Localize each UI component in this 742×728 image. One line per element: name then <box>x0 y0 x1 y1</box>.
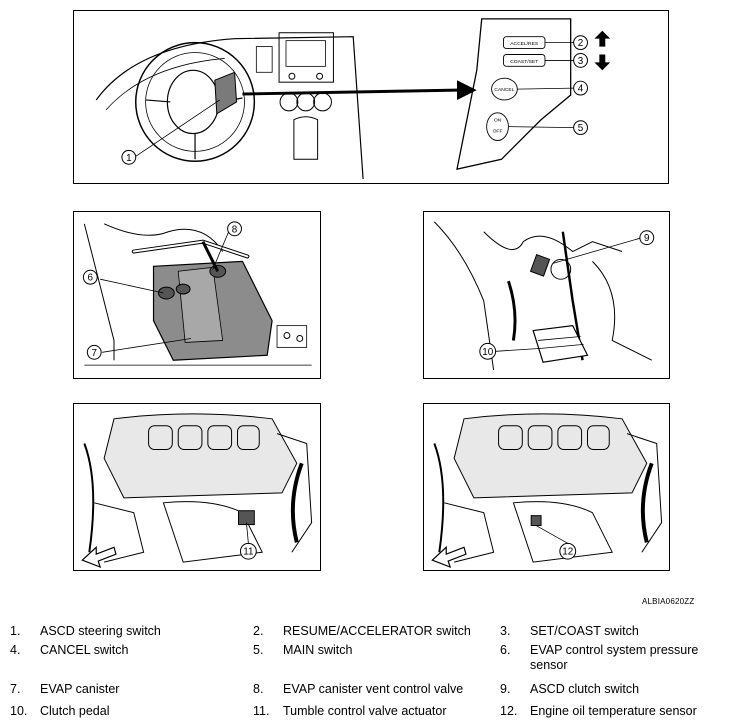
legend-item: 11.Tumble control valve actuator <box>253 704 447 718</box>
legend-item: 8.EVAP canister vent control valve <box>253 682 464 696</box>
svg-text:10: 10 <box>482 347 493 358</box>
accel-res-label: ACCEL/RES <box>510 41 539 47</box>
svg-text:5: 5 <box>578 123 584 134</box>
svg-text:4: 4 <box>578 84 584 95</box>
arrow-up-icon <box>594 30 611 47</box>
figure-id: ALBIA0620ZZ <box>642 597 695 606</box>
front-arrow-icon <box>431 545 467 569</box>
callout-8: 8 <box>227 221 242 237</box>
engine-illustration-right: 12 <box>431 413 663 569</box>
svg-text:1: 1 <box>126 153 132 164</box>
svg-text:3: 3 <box>578 56 584 67</box>
svg-text:9: 9 <box>644 233 650 244</box>
steering-switch-panel: ACCEL/RES COAST/SET CANCEL ON OFF 1 2 3 … <box>73 10 669 184</box>
callout-1: 1 <box>121 149 137 165</box>
engine-illustration-left: 11 <box>81 413 313 569</box>
clutch-pedal-illustration: 9 10 <box>434 221 655 371</box>
legend-item: 5.MAIN switch <box>253 643 353 657</box>
cancel-label: CANCEL <box>494 87 514 93</box>
legend-item: 10.Clutch pedal <box>10 704 110 718</box>
callout-4: 4 <box>573 80 588 96</box>
legend-item: 3.SET/COAST switch <box>500 624 639 638</box>
clutch-pedal-panel: 9 10 <box>423 211 670 379</box>
oil-temp-sensor-panel: 12 <box>423 403 670 571</box>
callout-7: 7 <box>86 344 102 360</box>
svg-text:7: 7 <box>91 348 97 359</box>
callout-6: 6 <box>82 269 98 285</box>
coast-set-label: COAST/SET <box>510 59 538 65</box>
legend-item: 1.ASCD steering switch <box>10 624 161 638</box>
svg-text:12: 12 <box>562 547 573 558</box>
callout-5: 5 <box>573 120 588 136</box>
on-label: ON <box>494 118 502 124</box>
callout-11: 11 <box>239 542 257 560</box>
off-label: OFF <box>493 129 503 135</box>
svg-text:8: 8 <box>232 224 238 235</box>
legend-item: 2.RESUME/ACCELERATOR switch <box>253 624 471 638</box>
callout-9: 9 <box>639 230 655 246</box>
callout-10: 10 <box>479 342 497 360</box>
svg-text:11: 11 <box>243 547 254 558</box>
callout-3: 3 <box>573 53 588 68</box>
svg-text:6: 6 <box>88 273 94 284</box>
arrow-down-icon <box>594 54 611 71</box>
tumble-actuator-panel: 11 <box>73 403 321 571</box>
legend-item: 12.Engine oil temperature sensor <box>500 704 697 718</box>
legend-item: 4.CANCEL switch <box>10 643 129 657</box>
callout-12: 12 <box>559 542 577 560</box>
evap-canister-illustration: 6 7 8 <box>82 221 312 366</box>
front-arrow-icon <box>81 545 117 569</box>
evap-canister-panel: 6 7 8 <box>73 211 321 379</box>
svg-text:2: 2 <box>578 38 584 49</box>
cockpit-illustration: ACCEL/RES COAST/SET CANCEL ON OFF 1 2 3 … <box>95 18 611 180</box>
callout-2: 2 <box>573 35 588 51</box>
legend-item: 9.ASCD clutch switch <box>500 682 640 696</box>
legend-item: 7.EVAP canister <box>10 682 120 696</box>
legend-item: 6.EVAP control system pressure sensor <box>500 643 699 672</box>
